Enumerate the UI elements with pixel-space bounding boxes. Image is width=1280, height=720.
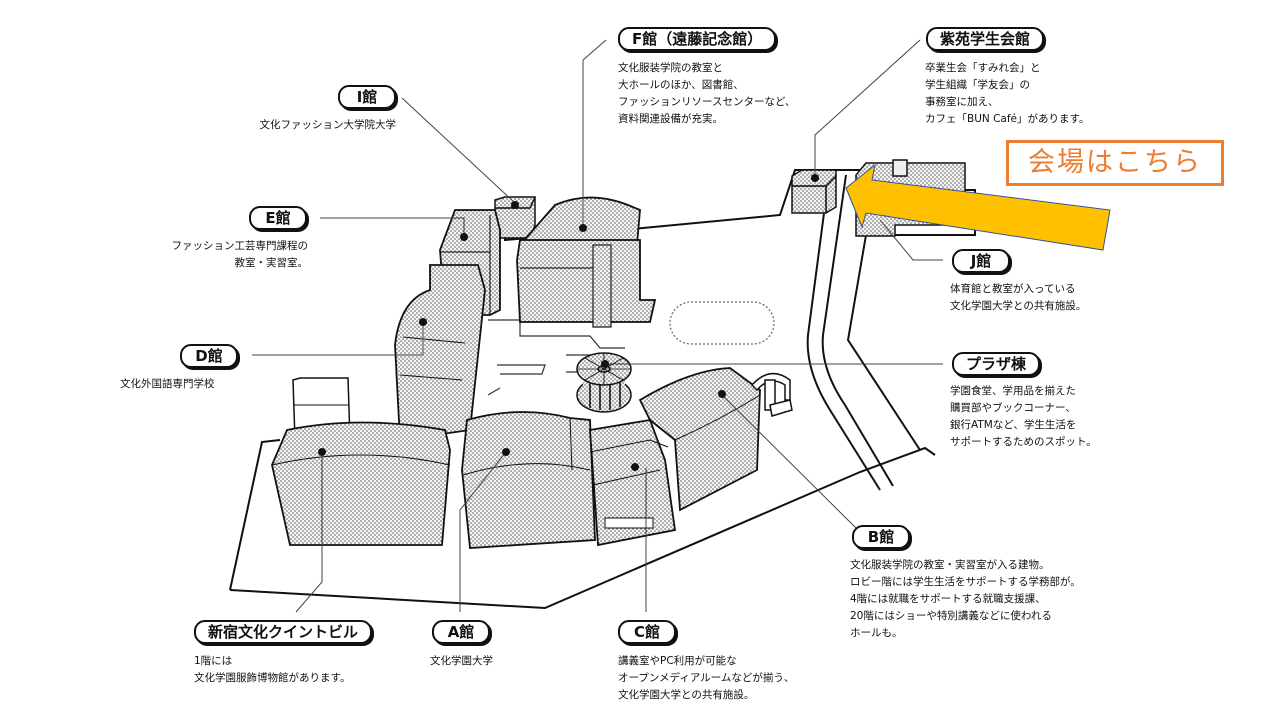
label-c[interactable]: C館: [618, 620, 676, 644]
desc-f: 文化服装学院の教室と 大ホールのほか、図書館、 ファッションリソースセンターなど…: [618, 62, 796, 125]
desc-i: 文化ファッション大学院大学: [259, 119, 397, 131]
building-shien: [791, 169, 837, 214]
label-j[interactable]: J館: [952, 249, 1010, 273]
building-quint: [271, 421, 451, 546]
label-shien[interactable]: 紫苑学生会館: [926, 27, 1045, 51]
desc-j: 体育館と教室が入っている 文化学園大学との共有施設。: [950, 283, 1087, 312]
arrow-left-icon: [845, 163, 1111, 251]
label-b[interactable]: B館: [852, 525, 910, 549]
leader-lines: [252, 39, 943, 613]
desc-plaza: 学園食堂、学用品を揃えた 購買部やブックコーナー、 銀行ATMなど、学生生活を …: [950, 385, 1097, 448]
desc-b: 文化服装学院の教室・実習室が入る建物。 ロビー階には学生生活をサポートする学務部…: [850, 559, 1081, 639]
label-f[interactable]: F館（遠藤記念館）: [618, 27, 777, 51]
desc-e: ファッション工芸専門課程の 教室・実習室。: [171, 240, 309, 269]
building-c: [589, 418, 677, 547]
building-f: [516, 196, 657, 328]
building-plaza: [576, 352, 632, 413]
track-outline: [669, 301, 775, 345]
building-d: [394, 264, 486, 442]
label-d[interactable]: D館: [180, 344, 238, 368]
label-quint[interactable]: 新宿文化クイントビル: [194, 620, 373, 644]
desc-shien: 卒業生会「すみれ会」と 学生組織「学友会」の 事務室に加え、 カフェ「BUN C…: [925, 62, 1090, 125]
building-a: [461, 411, 596, 549]
label-i[interactable]: I館: [338, 85, 396, 109]
desc-quint: 1階には 文化学園服飾博物館があります。: [194, 655, 351, 684]
label-e[interactable]: E館: [249, 206, 307, 230]
monument: [750, 372, 793, 417]
desc-d: 文化外国語専門学校: [120, 378, 215, 390]
desc-c: 講義室やPC利用が可能な オープンメディアルームなどが揃う、 文化学園大学との共…: [618, 655, 795, 701]
venue-callout: 会場はこちら: [1006, 140, 1224, 186]
desc-a: 文化学園大学: [430, 655, 493, 667]
label-a[interactable]: A館: [432, 620, 490, 644]
label-plaza[interactable]: プラザ棟: [952, 352, 1041, 376]
building-i: [494, 196, 536, 239]
building-markers: [318, 174, 819, 471]
